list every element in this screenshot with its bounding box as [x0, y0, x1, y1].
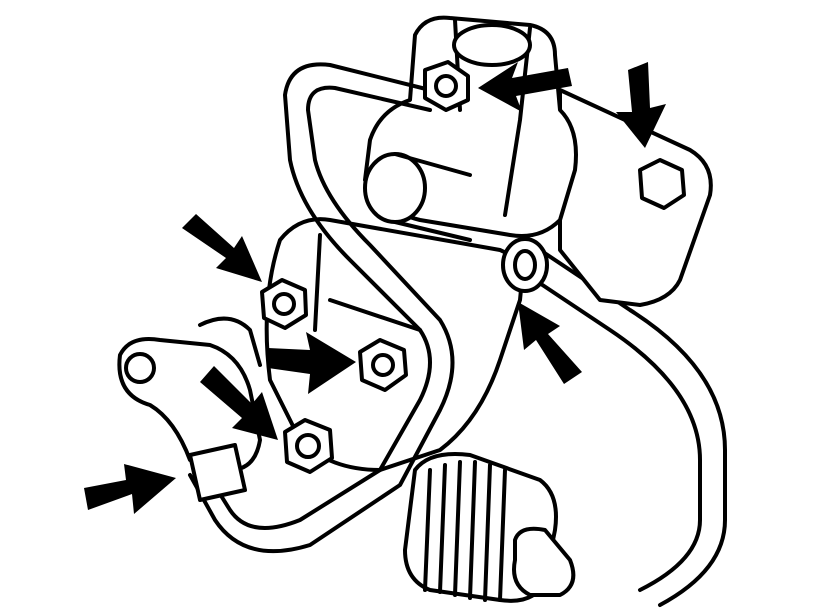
arrow-left-upper [182, 214, 262, 282]
pipe-union-left [188, 443, 247, 502]
arrow-lower-right [518, 302, 582, 384]
arrow-center-lower [200, 366, 278, 440]
terminal-lug [117, 316, 262, 472]
mounting-bracket [558, 88, 713, 307]
arrow-top-center [478, 62, 572, 112]
bolt-top-left [423, 60, 470, 112]
bolt-lower [283, 418, 334, 474]
loop-fuel-pipe [188, 62, 455, 554]
pipe-union-right [501, 237, 549, 293]
rear-fuel-pipe [518, 248, 727, 607]
bolt-center [358, 338, 408, 392]
cylinder-boss [363, 152, 472, 242]
arrow-top-right [616, 62, 666, 148]
arrow-center [268, 332, 356, 394]
bolt-center-left [260, 278, 308, 330]
bolt-right [638, 158, 686, 210]
solenoid-bellows [403, 452, 576, 603]
arrow-bottom-left [84, 464, 176, 514]
